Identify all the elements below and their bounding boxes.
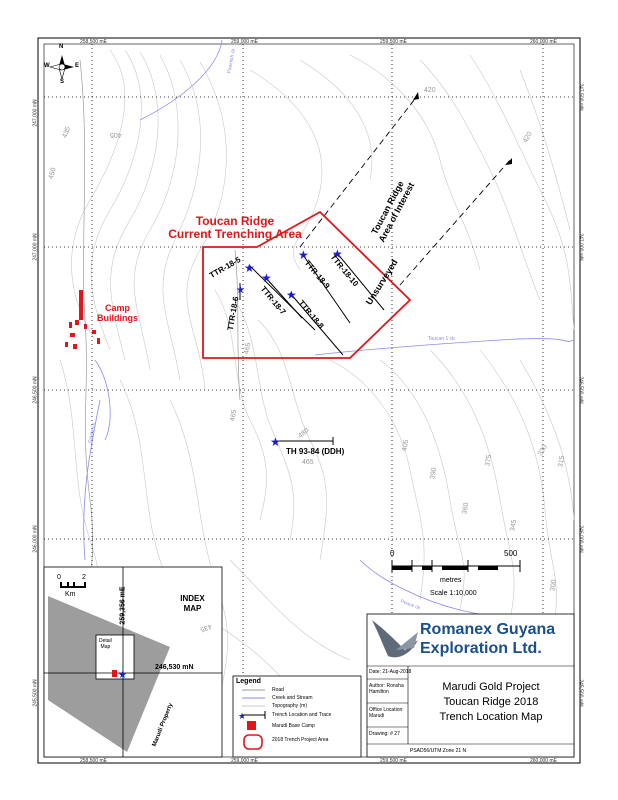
legend-item: Road — [272, 687, 284, 693]
grid-label-bottom: 259,000 mE — [231, 758, 258, 764]
grid-label-bottom: 260,000 mE — [530, 758, 557, 764]
projection-field: PSAD56/UTM Zone 21 N — [410, 748, 467, 754]
grid-label-top: 259,500 mE — [380, 39, 407, 45]
grid-label-left: 247,000 mN — [32, 99, 39, 127]
grid-lines — [44, 44, 574, 757]
grid-label-bottom: 258,500 mE — [80, 758, 107, 764]
project-title-2: Toucan Ridge 2018 — [443, 696, 539, 708]
index-scale-zero: 0 — [57, 574, 61, 581]
index-scale-two: 2 — [82, 574, 86, 581]
west-label: W — [44, 63, 50, 69]
project-title-1: Marudi Gold Project — [442, 681, 540, 693]
grid-label-top: 259,000 mE — [231, 39, 258, 45]
grid-label-top: 258,500 mE — [80, 39, 107, 45]
creek-label: Toucan 1 ck — [428, 336, 455, 342]
legend-title: Legend — [236, 678, 261, 685]
ddh-elevation: 465 — [302, 459, 314, 466]
scale-zero: 0 — [390, 549, 395, 558]
eagle-logo-icon — [372, 620, 418, 658]
grid-label-left: 246,500 mN — [32, 376, 39, 404]
trench-star-icon: ★ — [261, 271, 272, 285]
company-name-line1: Romanex Guyana — [420, 621, 556, 638]
contour-label: 420 — [424, 87, 436, 94]
scale-unit: metres — [440, 577, 462, 584]
legend-item: 2018 Trench Project Area — [272, 737, 329, 743]
office-field: Office Location: Marudi — [369, 707, 404, 719]
trench-star-icon: ★ — [298, 248, 309, 262]
ddh-label: TH 93-84 (DDH) — [286, 447, 345, 456]
trench-star-icon: ★ — [244, 261, 255, 275]
trench-star-icon: ★ — [236, 285, 245, 296]
grid-label-right: 247,000 mN — [577, 233, 584, 261]
grid-label-left: 246,000 mN — [32, 525, 39, 553]
svg-text:★: ★ — [238, 712, 246, 722]
grid-label-right: 246,500 mN — [577, 376, 584, 404]
legend-item: Trench Location and Trace — [272, 712, 332, 718]
company-name-line2: Exploration Ltd. — [420, 640, 542, 657]
index-map-title: INDEX MAP — [180, 594, 205, 613]
trenching-area-title: Toucan Ridge Current Trenching Area — [168, 214, 302, 241]
grid-label-top: 260,000 mE — [530, 39, 557, 45]
title-block-frame — [366, 613, 575, 758]
grid-label-right: 246,000 mN — [577, 525, 584, 553]
topography-contours — [59, 49, 575, 741]
index-easting: 259,356 mE — [119, 586, 127, 625]
scale-max: 500 — [504, 549, 518, 558]
trench-star-icon: ★ — [332, 247, 343, 261]
scale-bar — [391, 560, 521, 572]
grid-label-right: 245,500 mN — [577, 679, 584, 707]
trench-star-icon: ★ — [286, 288, 297, 302]
project-title-3: Trench Location Map — [439, 711, 543, 723]
detail-map-label: Detail Map — [99, 638, 112, 650]
camp-buildings-label: Camp Buildings — [97, 303, 138, 323]
camp-buildings — [65, 290, 100, 349]
date-field: Date: 21-Aug-2018 — [369, 669, 412, 675]
trench-traces — [239, 252, 385, 356]
contour-label: 405 — [110, 131, 122, 138]
author-field: Author: Ronsha Hamilton — [369, 683, 404, 695]
scale-ratio: Scale 1:10,000 — [430, 590, 477, 597]
legend-item: Topography (m) — [272, 703, 308, 709]
index-star-icon: ★ — [118, 670, 127, 681]
north-label: N — [59, 44, 64, 50]
area-of-interest-arrows — [299, 94, 511, 286]
legend-item: Creek and Stream — [272, 695, 313, 701]
drawing-field: Drawing: # 27 — [369, 731, 400, 737]
grid-label-bottom: 259,500 mE — [380, 758, 407, 764]
grid-label-left: 245,500 mN — [32, 679, 39, 707]
index-northing: 246,530 mN — [155, 664, 194, 671]
trench-stars: ★ ★ ★ ★ ★ ★ — [236, 247, 343, 302]
grid-label-right: 247,500 mN — [577, 83, 584, 111]
south-label: S — [60, 79, 65, 85]
grid-label-left: 247,000 mN — [32, 233, 39, 261]
north-arrow-icon — [48, 55, 74, 81]
ddh-star-icon: ★ — [270, 435, 281, 449]
trenching-area-outline — [202, 211, 411, 359]
legend-item: Marudi Base Camp — [272, 723, 315, 729]
index-scale-unit: Km — [65, 591, 76, 598]
east-label: E — [75, 63, 80, 69]
